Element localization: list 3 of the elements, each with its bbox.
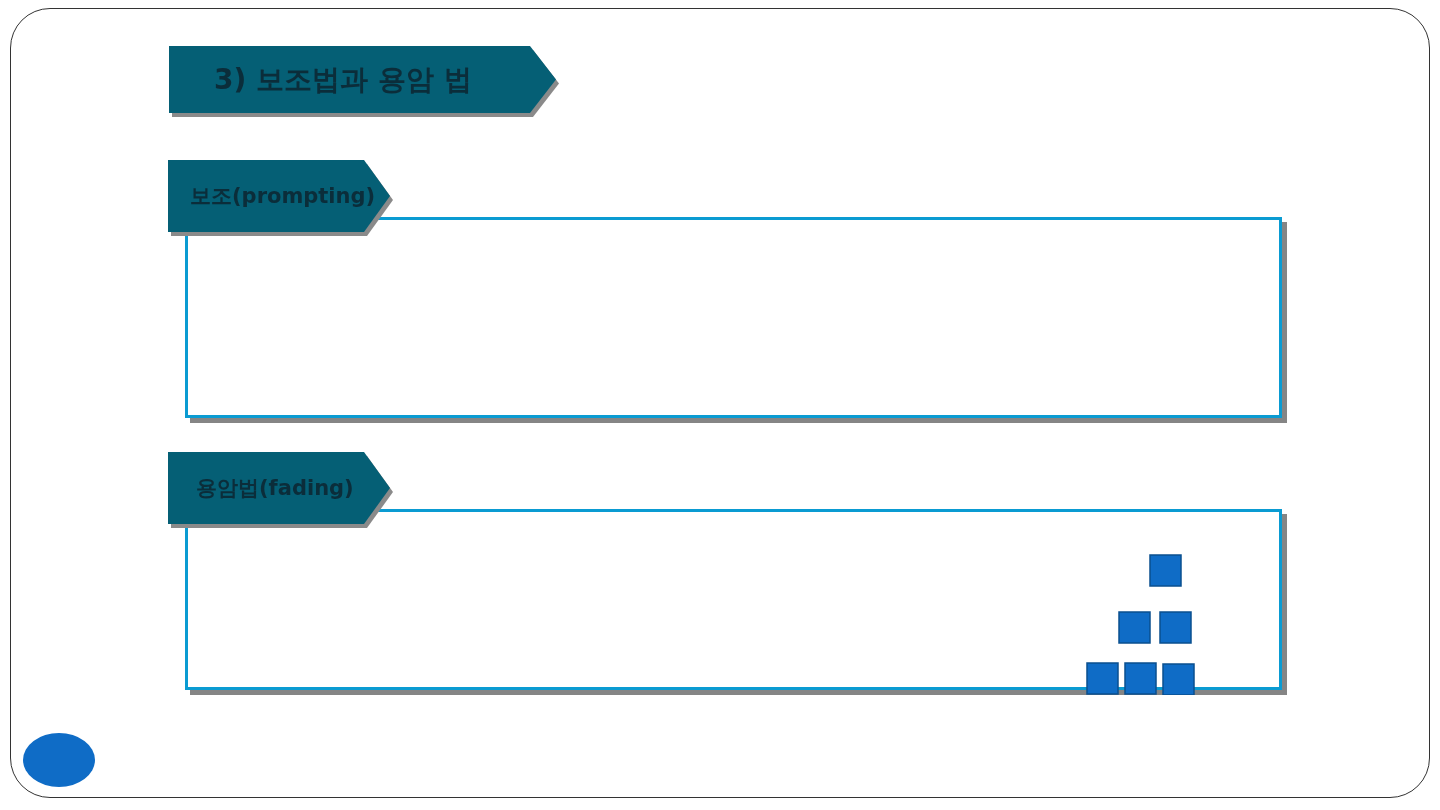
section-tab: 용암법(fading) — [168, 452, 390, 524]
title-banner: 3) 보조법과 용암 법 — [169, 46, 556, 113]
section-tab: 보조(prompting) — [168, 160, 390, 232]
